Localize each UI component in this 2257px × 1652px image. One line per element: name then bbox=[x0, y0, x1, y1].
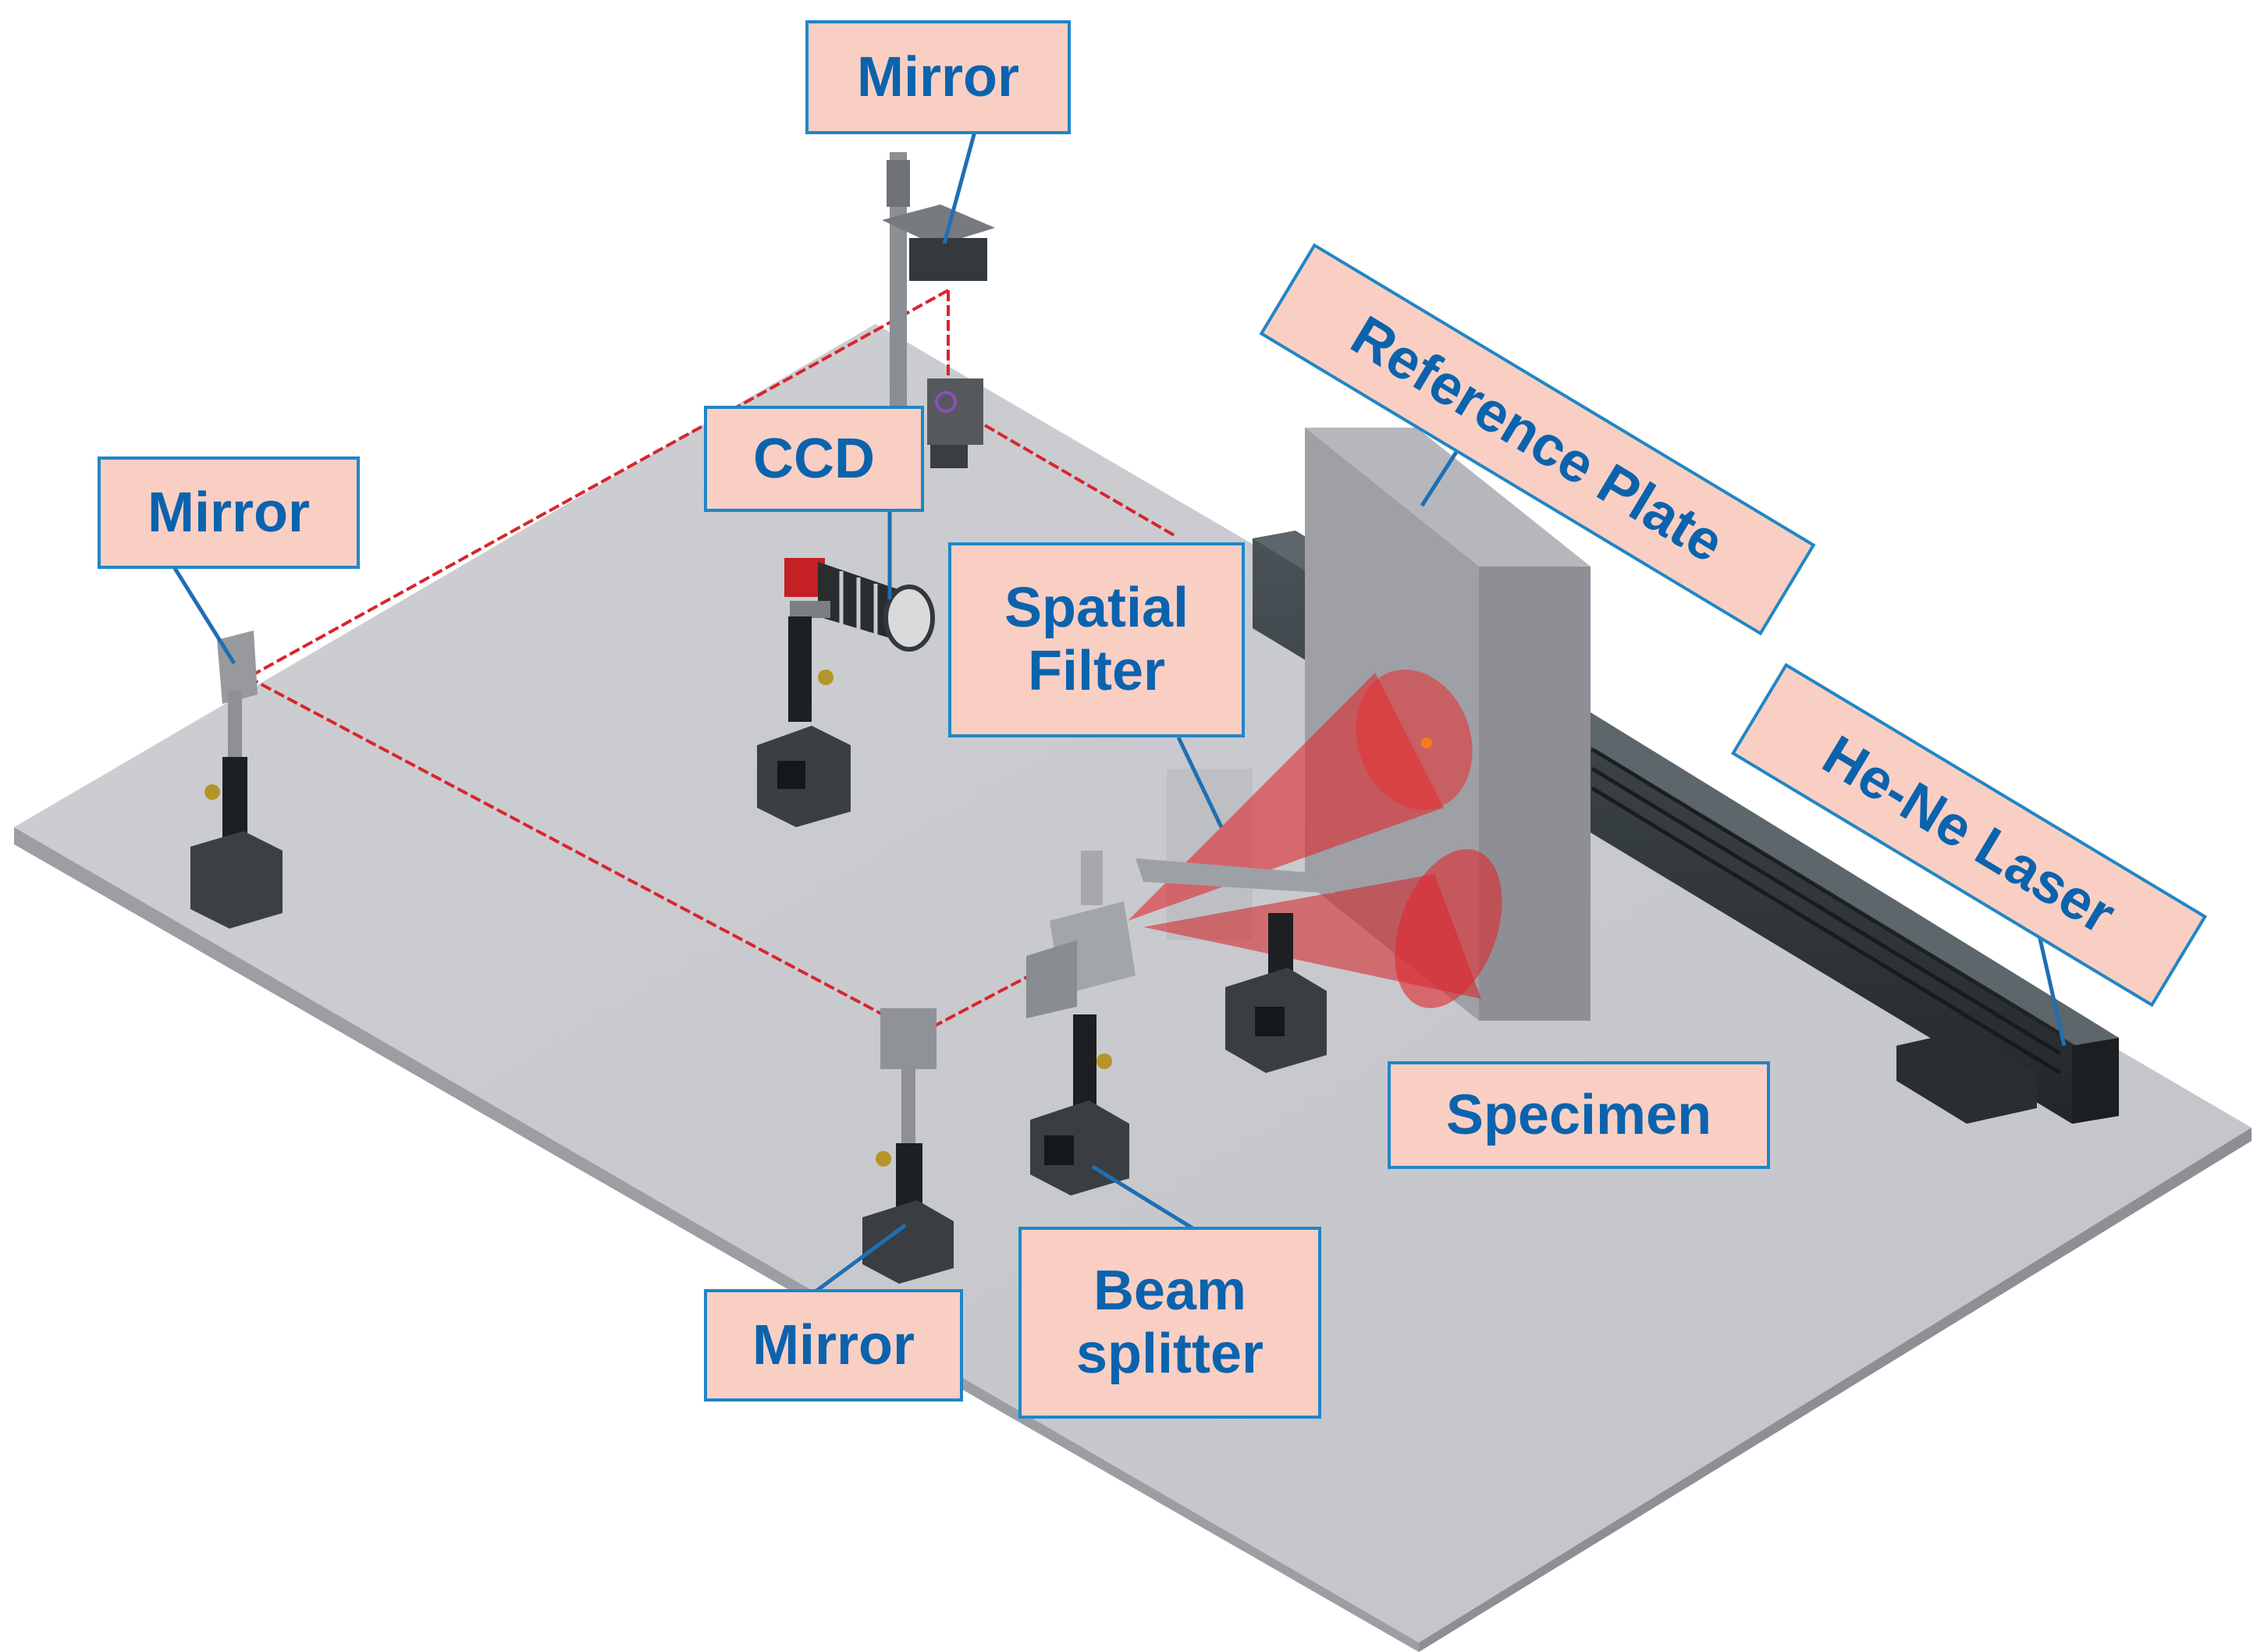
callout-mirror-left: Mirror bbox=[98, 457, 360, 569]
label-beam-splitter-line2: splitter bbox=[1075, 1323, 1264, 1385]
label-beam-splitter-line1: Beam bbox=[1093, 1259, 1247, 1323]
spatial-filter-mount bbox=[1136, 858, 1335, 1073]
callout-beam-splitter: Beam splitter bbox=[1018, 1227, 1321, 1419]
label-spatial-filter-line1: Spatial bbox=[1004, 577, 1189, 640]
leader-mirror-left bbox=[171, 564, 236, 665]
callout-ccd: CCD bbox=[704, 406, 924, 512]
object-beam-cone bbox=[1128, 670, 1502, 1008]
label-mirror-left: Mirror bbox=[147, 481, 311, 544]
callout-mirror-bottom: Mirror bbox=[704, 1289, 963, 1402]
callout-specimen: Specimen bbox=[1388, 1061, 1770, 1169]
bottom-mirror-mount bbox=[862, 1008, 954, 1284]
leader-mirror-bottom bbox=[814, 1223, 907, 1294]
callout-spatial-filter: Spatial Filter bbox=[948, 542, 1245, 737]
label-specimen: Specimen bbox=[1445, 1083, 1712, 1146]
ccd-camera bbox=[757, 558, 935, 827]
label-ccd: CCD bbox=[753, 427, 875, 490]
optical-table bbox=[14, 324, 2252, 1652]
label-mirror-top: Mirror bbox=[856, 45, 1020, 108]
callout-mirror-top: Mirror bbox=[805, 20, 1071, 134]
leader-beam-splitter bbox=[1091, 1164, 1196, 1231]
top-mirror-mount bbox=[882, 152, 995, 468]
label-mirror-bottom: Mirror bbox=[752, 1313, 915, 1377]
leader-mirror-top bbox=[942, 128, 978, 244]
leader-spatial-filter bbox=[1176, 736, 1224, 829]
label-spatial-filter-line2: Filter bbox=[1027, 640, 1166, 702]
